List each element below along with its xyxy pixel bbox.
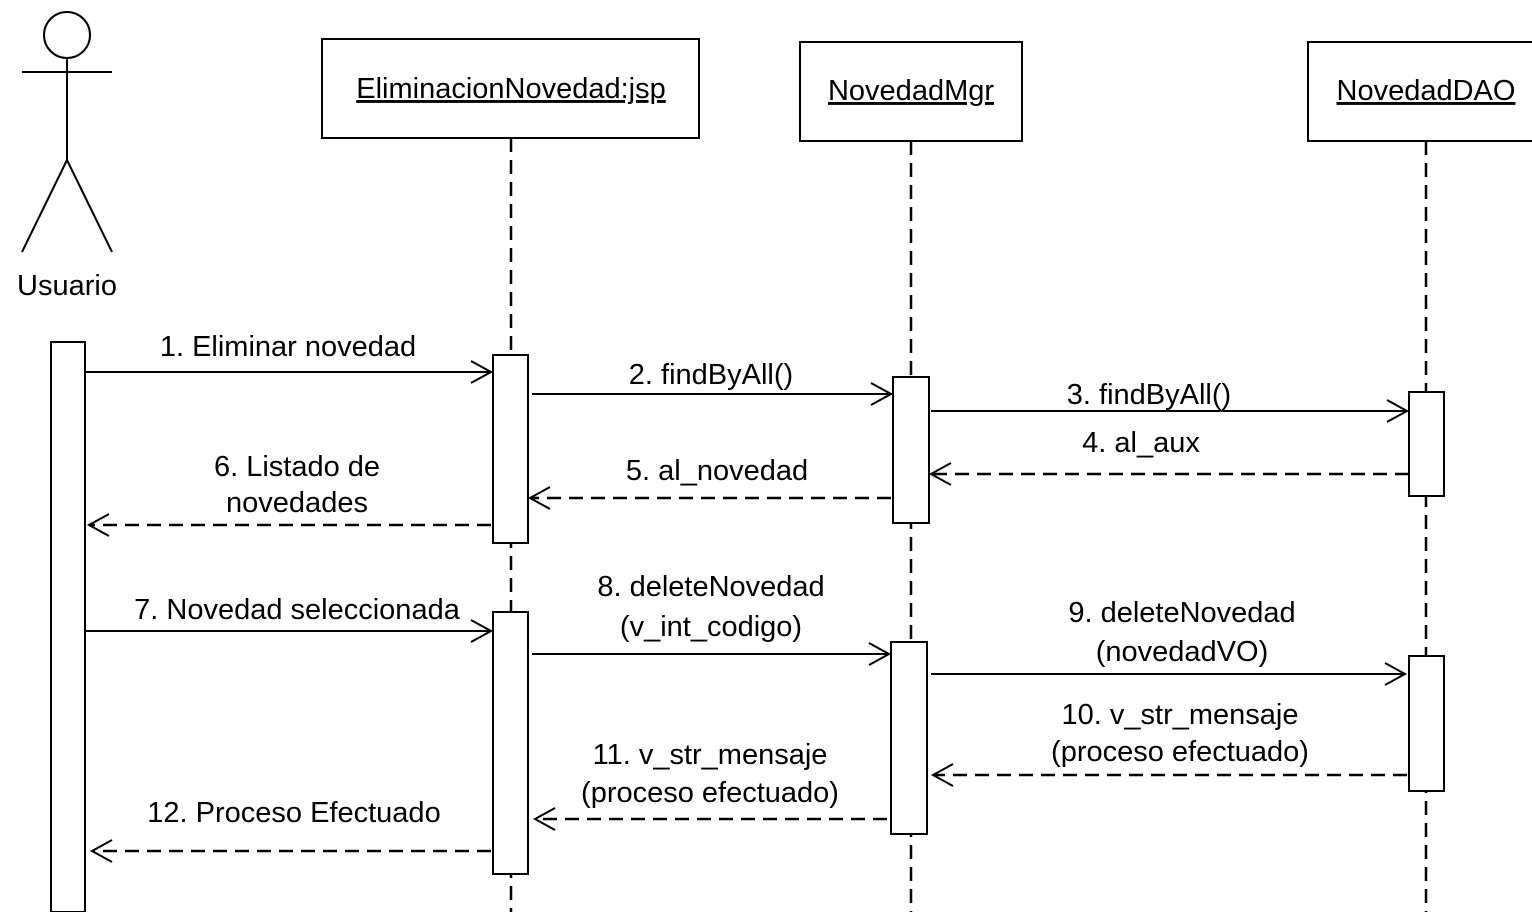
message-1: 1. Eliminar novedad: [85, 331, 494, 384]
arrow-head: [89, 839, 113, 863]
message-label-line-1: 8. deleteNovedad: [597, 571, 824, 603]
message-label-line-2: (proceso efectuado): [581, 777, 839, 809]
message-label: 12. Proceso Efectuado: [147, 797, 440, 829]
message-label: 5. al_novedad: [626, 455, 808, 487]
arrow-head: [1384, 662, 1408, 686]
message-9: 9. deleteNovedad (novedadVO): [931, 597, 1408, 686]
message-label-line-1: 11. v_str_mensaje: [593, 739, 828, 771]
arrow-head: [86, 513, 110, 537]
arrow-head: [527, 486, 551, 510]
message-label-line-1: 9. deleteNovedad: [1068, 597, 1295, 629]
activation-bar-mgr-1: [892, 376, 930, 524]
message-label: 4. al_aux: [1082, 427, 1200, 459]
message-3: 3. findByAll(): [931, 379, 1410, 423]
arrow-head: [868, 642, 892, 666]
message-label-line-2: novedades: [226, 487, 368, 519]
object-label: EliminacionNovedad:jsp: [356, 73, 666, 105]
object-box[interactable]: [321, 38, 700, 139]
activation-bar-jsp-2: [492, 611, 529, 875]
activation-bar-dao-1: [1408, 391, 1445, 497]
arrow-head: [870, 382, 894, 406]
object-label: NovedadDAO: [1337, 75, 1516, 107]
message-label: 3. findByAll(): [1067, 379, 1231, 411]
arrow-head: [930, 763, 954, 787]
message-label: 2. findByAll(): [629, 359, 793, 391]
activation-bar-dao-2: [1408, 655, 1445, 792]
object-box[interactable]: [1307, 41, 1532, 142]
message-label-line-2: (proceso efectuado): [1051, 736, 1309, 768]
arrow-head: [928, 462, 952, 486]
object-box[interactable]: [799, 41, 1023, 142]
actor-label: Usuario: [17, 270, 117, 302]
message-label-line-2: (novedadVO): [1096, 636, 1269, 668]
activation-bar-jsp-1: [492, 354, 529, 544]
message-2: 2. findByAll(): [532, 359, 894, 406]
message-label-line-1: 10. v_str_mensaje: [1062, 699, 1299, 731]
arrow-head: [470, 360, 494, 384]
object-jsp[interactable]: EliminacionNovedad:jsp: [321, 38, 700, 139]
object-mgr[interactable]: NovedadMgr: [799, 41, 1023, 142]
message-label: 7. Novedad seleccionada: [134, 594, 461, 626]
message-4: 4. al_aux: [928, 427, 1409, 486]
activation-bar-usuario: [50, 341, 86, 912]
message-10: 10. v_str_mensaje (proceso efectuado): [930, 699, 1407, 787]
message-8: 8. deleteNovedad (v_int_codigo): [532, 571, 892, 666]
object-label: NovedadMgr: [828, 75, 994, 107]
message-label: 1. Eliminar novedad: [160, 331, 416, 363]
message-5: 5. al_novedad: [527, 455, 891, 510]
actor-left-leg: [21, 159, 68, 253]
message-6: 6. Listado de novedades: [86, 451, 491, 537]
activation-bar-mgr-2: [890, 641, 928, 835]
arrow-head: [1386, 399, 1410, 423]
arrow-head: [532, 807, 556, 831]
arrow-head: [470, 619, 494, 643]
actor-right-leg: [66, 159, 113, 253]
message-label-line-1: 6. Listado de: [214, 451, 380, 483]
actor-usuario: Usuario: [17, 11, 117, 302]
message-12: 12. Proceso Efectuado: [89, 797, 491, 863]
message-7: 7. Novedad seleccionada: [85, 594, 494, 643]
activation-bars: [50, 341, 1445, 912]
object-dao[interactable]: NovedadDAO: [1307, 41, 1532, 142]
message-label-line-2: (v_int_codigo): [620, 611, 802, 643]
actor-head: [43, 11, 91, 59]
message-11: 11. v_str_mensaje (proceso efectuado): [532, 739, 887, 831]
